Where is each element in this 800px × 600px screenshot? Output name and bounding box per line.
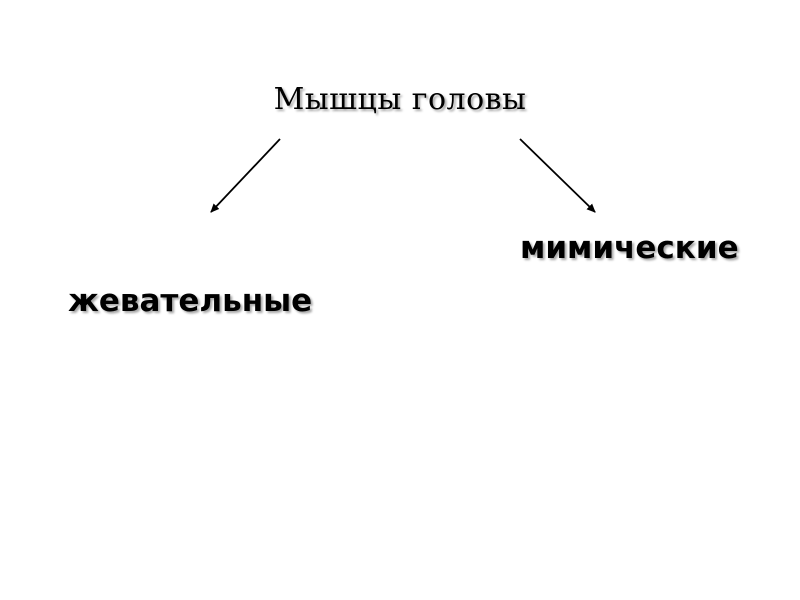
arrow-to-right-branch xyxy=(519,138,596,213)
arrow-to-left-branch xyxy=(210,138,281,213)
branch-label-right: мимические xyxy=(520,230,739,266)
diagram-root-label: Мышцы головы xyxy=(273,82,527,117)
branch-label-left: жевательные xyxy=(68,283,313,319)
